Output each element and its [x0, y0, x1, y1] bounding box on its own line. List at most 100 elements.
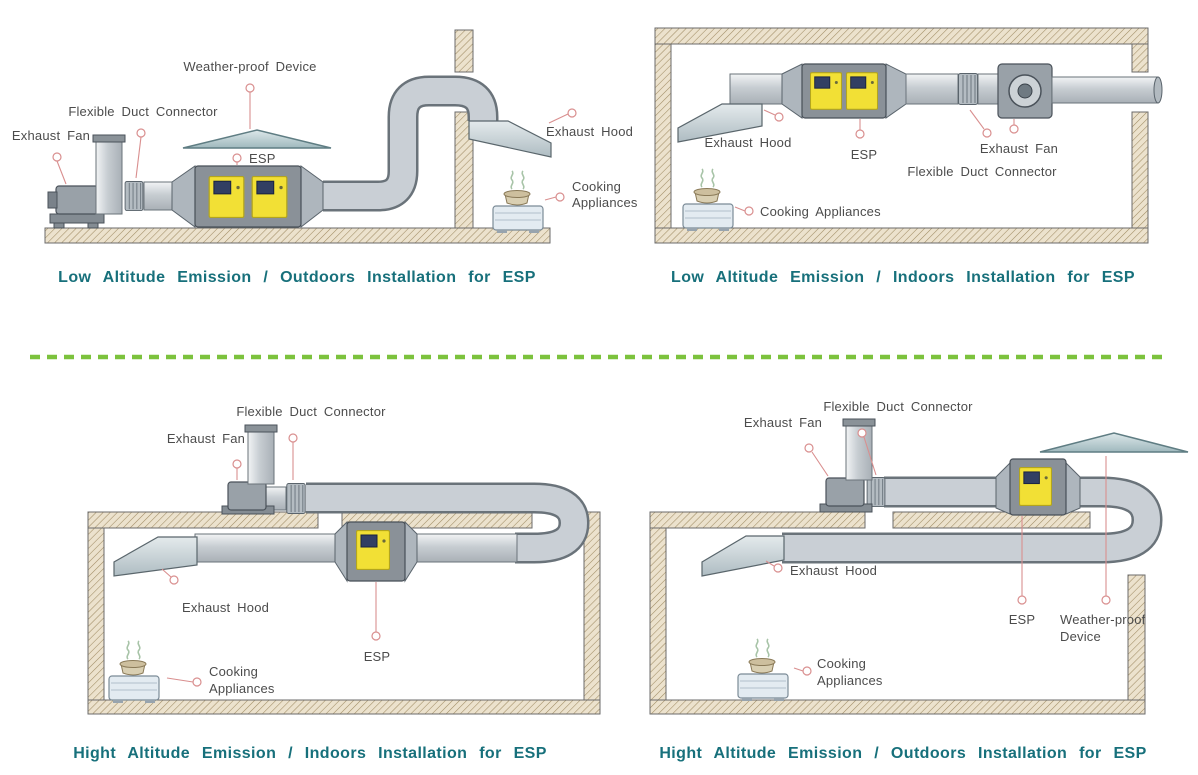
floor: [654, 227, 1149, 244]
esp-door: [356, 530, 390, 570]
label-exhaust-fan: Exhaust Fan: [744, 415, 822, 430]
label-weather-proof-2: Device: [1060, 629, 1101, 644]
stack-rim: [92, 134, 126, 143]
wall-left: [654, 43, 672, 229]
esp-door: [846, 72, 878, 110]
label-exhaust-hood: Exhaust Hood: [790, 563, 877, 578]
cooking-appliance: [682, 168, 734, 232]
esp-door: [251, 176, 288, 218]
stack-rim: [842, 418, 876, 427]
leader-line: [793, 667, 804, 672]
fan-base: [49, 213, 105, 224]
leader-dot: [245, 83, 255, 93]
leader-line: [969, 109, 985, 130]
leader-line: [166, 677, 194, 683]
leader-dot: [857, 428, 867, 438]
label-exhaust-fan: Exhaust Fan: [167, 431, 245, 446]
label-esp: ESP: [851, 147, 878, 162]
esp-transition-right: [300, 165, 324, 229]
label-cooking-appliances: Cooking Appliances: [760, 204, 881, 219]
floor: [649, 699, 1146, 715]
leader-dot: [232, 459, 242, 469]
panel-title: Low Altitude Emission / Outdoors Install…: [58, 269, 536, 286]
panel-low-outdoors: Weather-proof Device Flexible Duct Conne…: [12, 29, 638, 286]
exhaust-fan: [55, 185, 99, 215]
leader-dot: [1009, 124, 1019, 134]
leader-dot: [192, 677, 202, 687]
label-cooking-1: Cooking: [209, 664, 258, 679]
duct-elbow-face: [306, 485, 587, 561]
leader-line: [765, 560, 775, 567]
leader-dot: [744, 206, 754, 216]
leader-dot: [982, 128, 992, 138]
exhaust-hood: [113, 536, 198, 577]
flexible-duct-connector: [958, 72, 978, 106]
leader-dot: [136, 128, 146, 138]
leader-line: [763, 109, 776, 116]
duct-segment: [416, 533, 518, 563]
label-exhaust-hood: Exhaust Hood: [182, 600, 269, 615]
label-exhaust-fan: Exhaust Fan: [980, 141, 1058, 156]
duct-segment: [194, 533, 336, 563]
leader-line: [135, 136, 142, 179]
label-flexible-duct-connector: Flexible Duct Connector: [68, 104, 218, 119]
leader-line: [863, 436, 877, 476]
wall-left: [87, 527, 105, 701]
esp-door: [208, 176, 245, 218]
fan-foot: [53, 222, 65, 229]
leader-dot: [855, 129, 865, 139]
label-flexible-duct-connector: Flexible Duct Connector: [236, 404, 386, 419]
leader-line: [544, 196, 557, 201]
leader-line: [548, 113, 569, 124]
esp-transition-left: [171, 165, 196, 228]
leader-line: [161, 568, 172, 578]
ceiling: [654, 27, 1149, 45]
cooking-appliance: [737, 638, 789, 702]
floor: [44, 227, 551, 244]
leader-dot: [169, 575, 179, 585]
label-esp: ESP: [1009, 612, 1036, 627]
label-cooking-2: Appliances: [209, 681, 275, 696]
flexible-duct-connector: [124, 181, 144, 211]
label-flexible-duct-connector: Flexible Duct Connector: [907, 164, 1057, 179]
ceiling-right: [892, 511, 1091, 529]
exhaust-hood: [677, 103, 763, 143]
leader-dot: [288, 433, 298, 443]
leader-dot: [804, 443, 814, 453]
panel-title: Low Altitude Emission / Indoors Installa…: [671, 269, 1135, 286]
ceiling-left: [87, 511, 319, 529]
esp-transition-left: [781, 63, 803, 119]
esp-transition-right: [404, 520, 418, 583]
fan-foot: [87, 222, 99, 229]
leader-line: [811, 451, 829, 477]
label-cooking-1: Cooking: [572, 179, 621, 194]
leader-dot: [555, 192, 565, 202]
leader-dot: [371, 631, 381, 641]
cooking-appliance: [492, 170, 544, 234]
duct-segment: [729, 73, 783, 105]
leader-dot: [773, 563, 783, 573]
leader-dot: [802, 666, 812, 676]
panel-title: Hight Altitude Emission / Outdoors Insta…: [659, 745, 1146, 762]
leader-dot: [52, 152, 62, 162]
fan-stack: [247, 429, 275, 485]
exhaust-fan: [825, 477, 865, 507]
leader-line: [56, 160, 67, 185]
esp-transition-left: [995, 461, 1011, 515]
ceiling-left: [649, 511, 866, 529]
flexible-duct-connector: [866, 477, 886, 507]
floor: [87, 699, 601, 715]
duct-outlet: [1153, 76, 1163, 104]
exhaust-hood: [468, 120, 552, 158]
wall-right: [1127, 574, 1146, 701]
fan-inlet: [1017, 83, 1033, 99]
label-exhaust-fan: Exhaust Fan: [12, 128, 90, 143]
esp-transition-right: [1065, 461, 1081, 515]
panel-title: Hight Altitude Emission / Indoors Instal…: [73, 745, 547, 762]
label-esp: ESP: [364, 649, 391, 664]
panel-high-outdoors: Flexible Duct Connector Exhaust Fan Exha…: [649, 399, 1189, 762]
label-esp: ESP: [249, 151, 276, 166]
stack-rim: [244, 424, 278, 433]
label-exhaust-hood: Exhaust Hood: [704, 135, 791, 150]
